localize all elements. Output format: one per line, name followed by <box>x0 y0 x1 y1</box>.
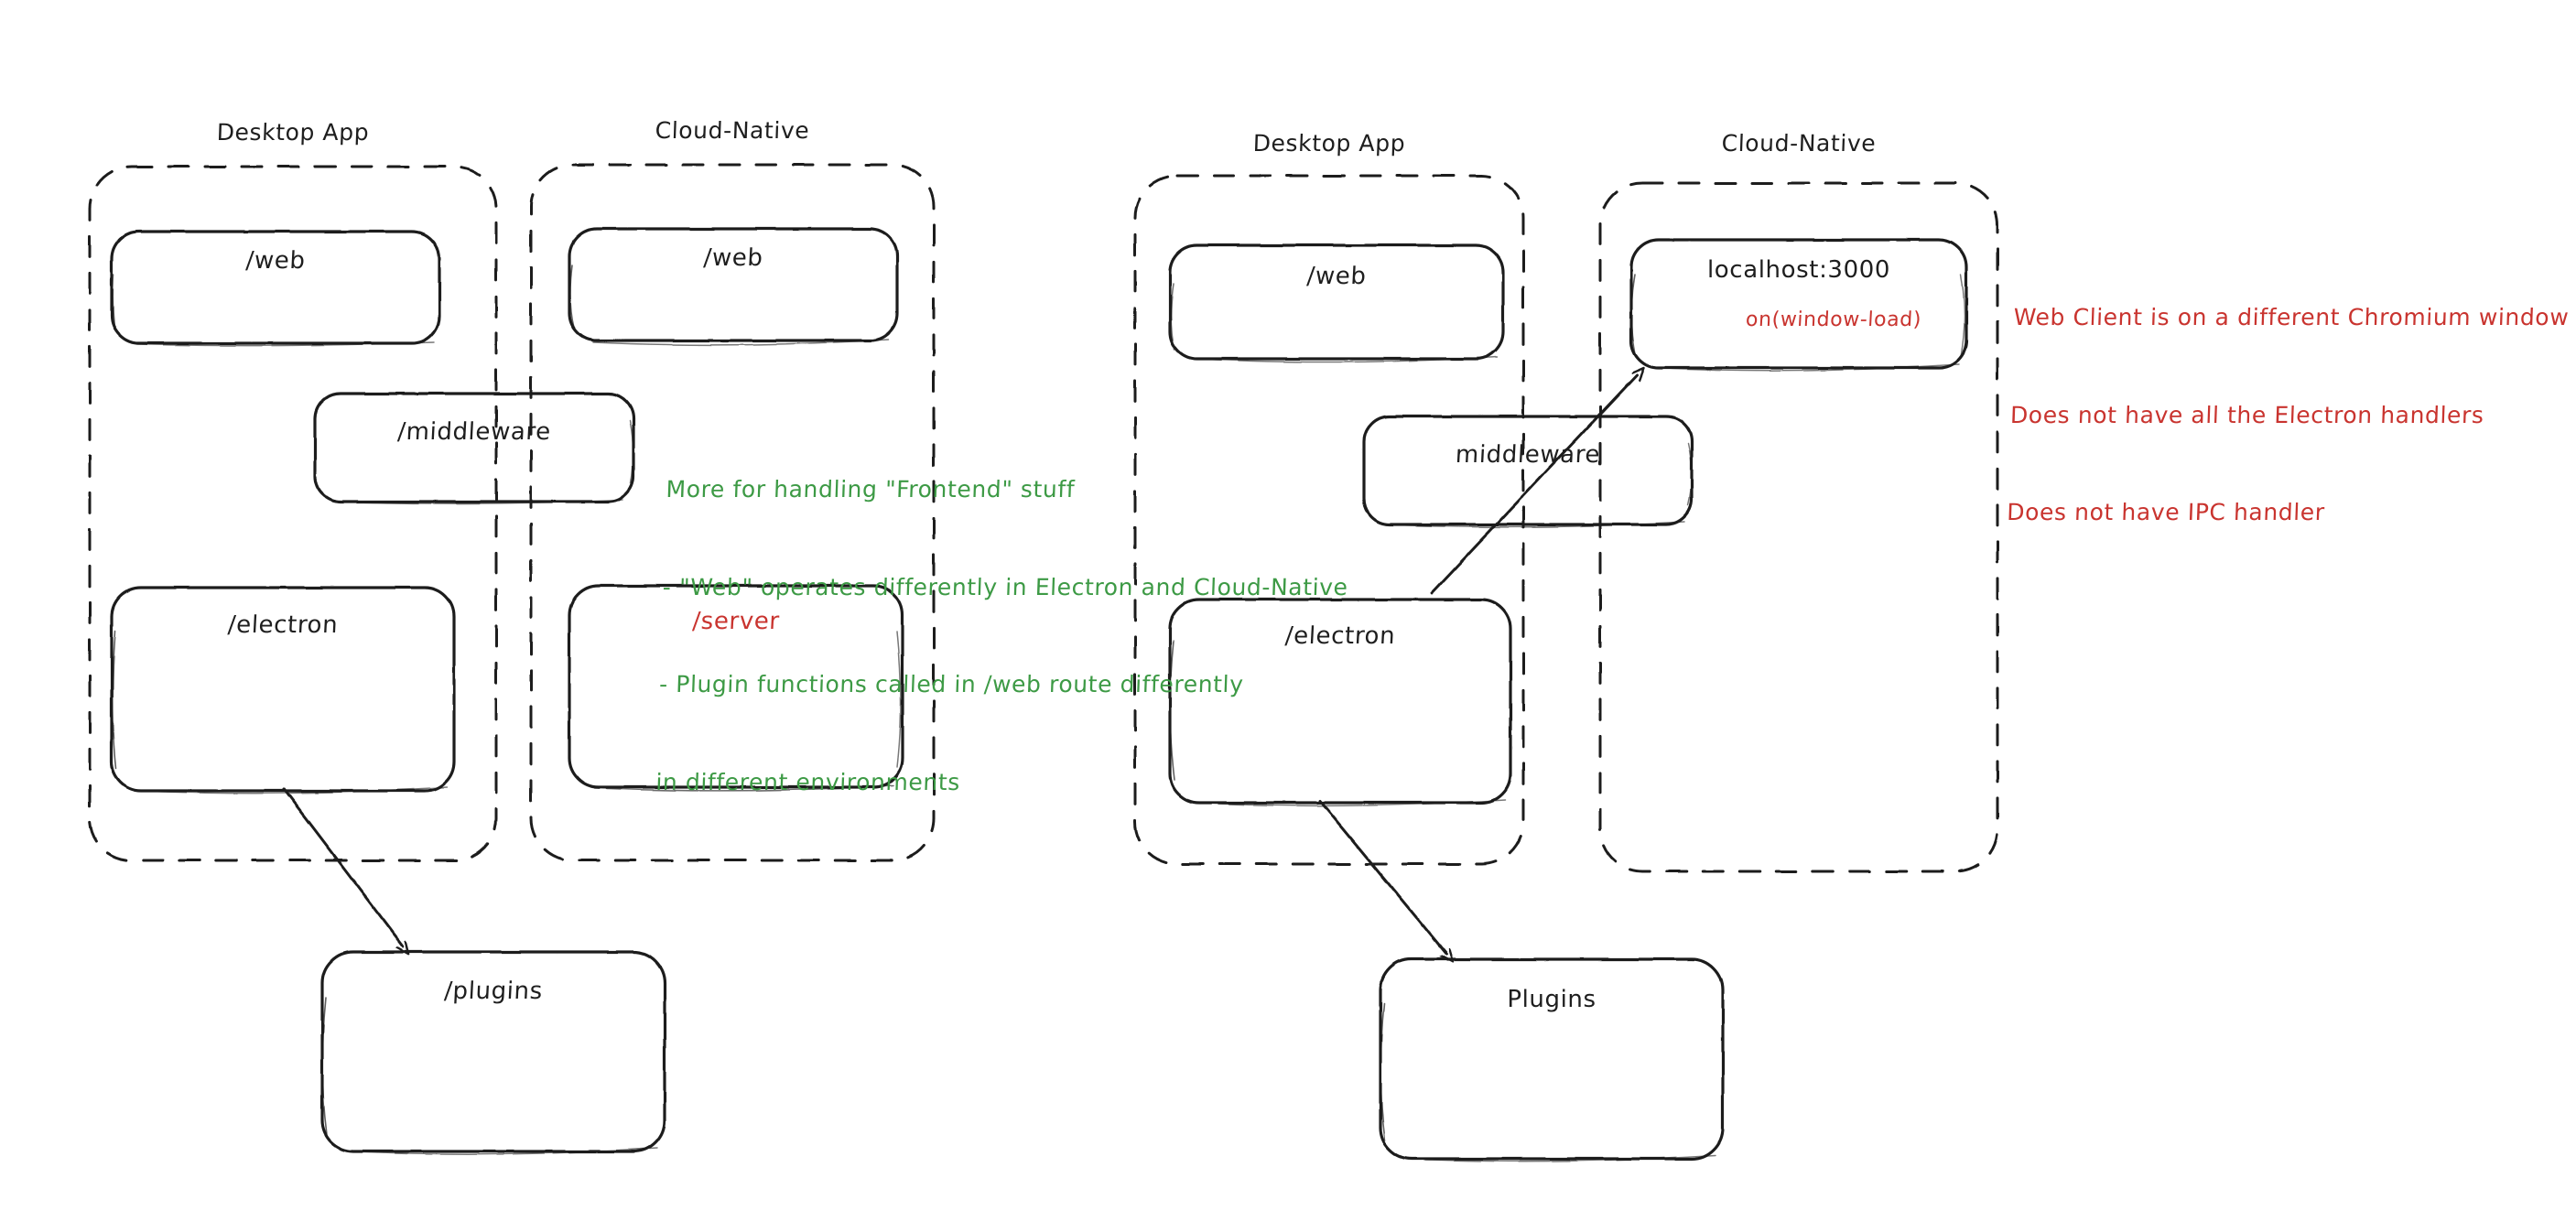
annotation-red-line-3: Does not have IPC handler <box>2006 499 2326 525</box>
node-label-left-desktop-web: /web <box>244 247 307 275</box>
node-label-right-electron: /electron <box>1284 622 1396 650</box>
group-title-left-cloud-native: Cloud-Native <box>655 117 810 144</box>
annotation-red: Web Client is on a different Chromium wi… <box>2004 236 2571 594</box>
node-label-left-middleware: /middleware <box>396 418 552 446</box>
annotation-green-line-4: in different environments <box>655 768 961 795</box>
node-sublabel-right-localhost-onwindowload: on(window-load) <box>1745 308 1922 331</box>
node-label-right-desktop-web: /web <box>1305 263 1368 290</box>
annotation-red-line-1: Web Client is on a different Chromium wi… <box>2013 304 2570 330</box>
node-label-left-cloud-web: /web <box>702 244 764 272</box>
node-label-left-plugins: /plugins <box>443 978 544 1005</box>
group-title-right-desktop-app: Desktop App <box>1252 130 1406 157</box>
group-title-right-cloud-native: Cloud-Native <box>1721 130 1877 157</box>
node-label-right-localhost: localhost:3000 <box>1706 256 1891 284</box>
annotation-green-line-2: - "Web" operates differently in Electron… <box>662 573 1349 600</box>
node-label-right-middleware: middleware <box>1455 441 1601 469</box>
annotation-green-line-3: - Plugin functions called in /web route … <box>658 671 1245 697</box>
annotation-green-line-1: More for handling "Frontend" stuff <box>666 476 1076 503</box>
annotation-red-line-2: Does not have all the Electron handlers <box>2009 401 2485 428</box>
group-title-left-desktop-app: Desktop App <box>216 119 370 146</box>
node-label-left-electron: /electron <box>227 611 339 639</box>
node-label-right-plugins: Plugins <box>1507 986 1596 1013</box>
